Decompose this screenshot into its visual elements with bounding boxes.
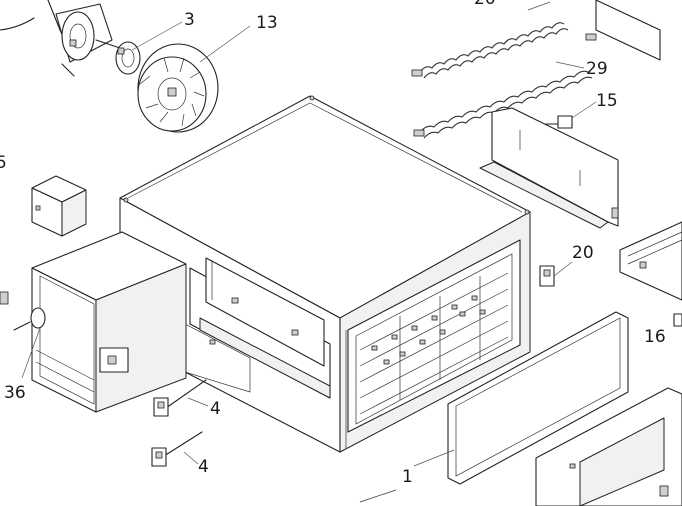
clip-part-15	[545, 115, 573, 129]
sensor-part-36	[0, 291, 46, 331]
callout-3: 3	[184, 10, 195, 30]
callout-20: 20	[572, 243, 594, 263]
junction-cover	[31, 175, 87, 237]
callout-1: 1	[402, 467, 413, 487]
bracket-part-20	[539, 265, 555, 287]
fan-wheel	[137, 43, 219, 133]
heating-element-upper	[411, 22, 569, 79]
clip-part-16	[673, 313, 682, 327]
callout-4-lower: 4	[198, 457, 209, 477]
burner-cabinet	[31, 231, 187, 413]
callout-13: 13	[256, 13, 278, 33]
electrode-upper	[153, 379, 207, 417]
callout-20-top: 20	[474, 0, 496, 9]
access-door-panel	[535, 387, 682, 506]
callout-16: 16	[644, 327, 666, 347]
callout-29: 29	[586, 59, 608, 79]
heat-exchanger-grid	[359, 272, 509, 415]
callout-36: 36	[4, 383, 26, 403]
electrode-lower	[151, 431, 203, 467]
main-housing	[119, 95, 531, 453]
callout-15: 15	[596, 91, 618, 111]
callout-4-upper: 4	[210, 399, 221, 419]
callout-5: 5	[0, 153, 7, 173]
deflector-bracket	[479, 107, 619, 229]
grille-panel	[619, 221, 682, 301]
filter-frame	[447, 311, 629, 485]
motor-assembly	[0, 0, 141, 77]
heating-element-lower	[413, 33, 597, 139]
cover-plate-top	[595, 0, 661, 61]
